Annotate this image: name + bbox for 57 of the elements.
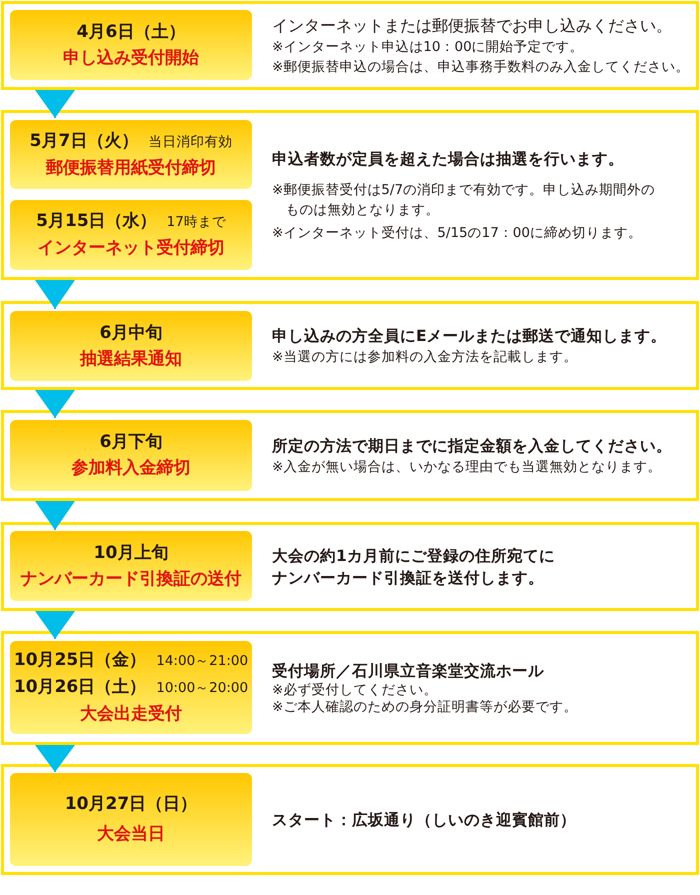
note-text: ※入金が無い場合は、いかなる理由でも当選無効となります。 bbox=[272, 458, 662, 476]
step-title: 参加料入金締切 bbox=[72, 457, 190, 480]
date-box bbox=[10, 311, 252, 381]
date-box bbox=[10, 10, 252, 80]
step-title: ナンバーカード引換証の送付 bbox=[20, 568, 242, 590]
time-note: 17時まで bbox=[166, 213, 226, 232]
date-text: 6月下旬 bbox=[100, 431, 162, 454]
step-panel bbox=[1, 764, 699, 875]
date-text: 5月15日（水） bbox=[36, 210, 157, 233]
date-box bbox=[10, 531, 252, 601]
flow-arrow bbox=[35, 501, 75, 530]
lead-text: 申込者数が定員を超えた場合は抽選を行います。 bbox=[272, 148, 624, 170]
note-text: ※ご本人確認のための身分証明書等が必要です。 bbox=[272, 699, 578, 716]
date-box bbox=[10, 420, 252, 491]
step-panel bbox=[1, 522, 699, 611]
date-text: 10月27日（日） bbox=[64, 793, 198, 816]
step-panel bbox=[1, 410, 699, 501]
flow-arrow bbox=[35, 280, 75, 309]
flow-arrow bbox=[35, 611, 75, 639]
time-note: 14:00～21:00 bbox=[156, 652, 248, 671]
step-panel bbox=[1, 301, 699, 390]
step-title: 抽選結果通知 bbox=[80, 348, 182, 370]
lead-text: 受付場所／石川県立音楽堂交流ホール bbox=[272, 661, 544, 682]
date-box bbox=[10, 120, 252, 189]
date-text: 4月6日（土） bbox=[76, 20, 186, 44]
date-text: 10月26日（土） bbox=[14, 676, 146, 699]
lead-text: 申し込みの方全員にEメールまたは郵送で通知します。 bbox=[272, 326, 667, 346]
lead-text: 大会の約1カ月前にご登録の住所宛てにナンバーカード引換証を送付します。 bbox=[272, 546, 556, 588]
step-title: 大会出走受付 bbox=[80, 703, 182, 726]
step-title: 大会当日 bbox=[97, 823, 165, 846]
time-note: 当日消印有効 bbox=[148, 132, 232, 152]
step-panel bbox=[1, 1, 699, 90]
step-panel bbox=[1, 631, 699, 745]
note-text: ※郵便振替受付は5/7の消印まで有効です。申し込み期間外のものは無効となります。 bbox=[272, 180, 656, 220]
date-text: 10月25日（金） bbox=[14, 649, 146, 672]
step-title: 申し込み受付開始 bbox=[63, 46, 199, 70]
date-box bbox=[10, 773, 252, 866]
note-text: ※郵便振替申込の場合は、申込事務手数料のみ入金してください。 bbox=[272, 58, 690, 76]
lead-text: 所定の方法で期日までに指定金額を入金してください。 bbox=[272, 436, 672, 456]
date-box bbox=[10, 200, 252, 270]
flow-arrow bbox=[35, 90, 75, 118]
date-box bbox=[10, 641, 252, 734]
date-text: 5月7日（火） bbox=[30, 130, 138, 152]
lead-text: インターネットまたは郵便振替でお申し込みください。 bbox=[272, 14, 672, 36]
flow-arrow bbox=[35, 390, 75, 418]
note-text: ※当選の方には参加料の入金方法を記載します。 bbox=[272, 348, 578, 366]
step-panel bbox=[1, 110, 699, 280]
date-text: 6月中旬 bbox=[100, 322, 162, 344]
date-text: 10月上旬 bbox=[94, 542, 168, 564]
note-text: ※インターネット申込は10：00に開始予定です。 bbox=[272, 38, 585, 56]
step-title: インターネット受付締切 bbox=[38, 237, 224, 260]
lead-text: スタート：広坂通り（しいのき迎賓館前） bbox=[272, 810, 576, 830]
step-title: 郵便振替用紙受付締切 bbox=[46, 156, 216, 180]
note-text: ※インターネット受付は、5/15の17：00に締め切ります。 bbox=[272, 224, 643, 242]
note-text: ※必ず受付してください。 bbox=[272, 682, 438, 699]
flow-arrow bbox=[35, 745, 75, 772]
time-note: 10:00～20:00 bbox=[156, 679, 248, 698]
